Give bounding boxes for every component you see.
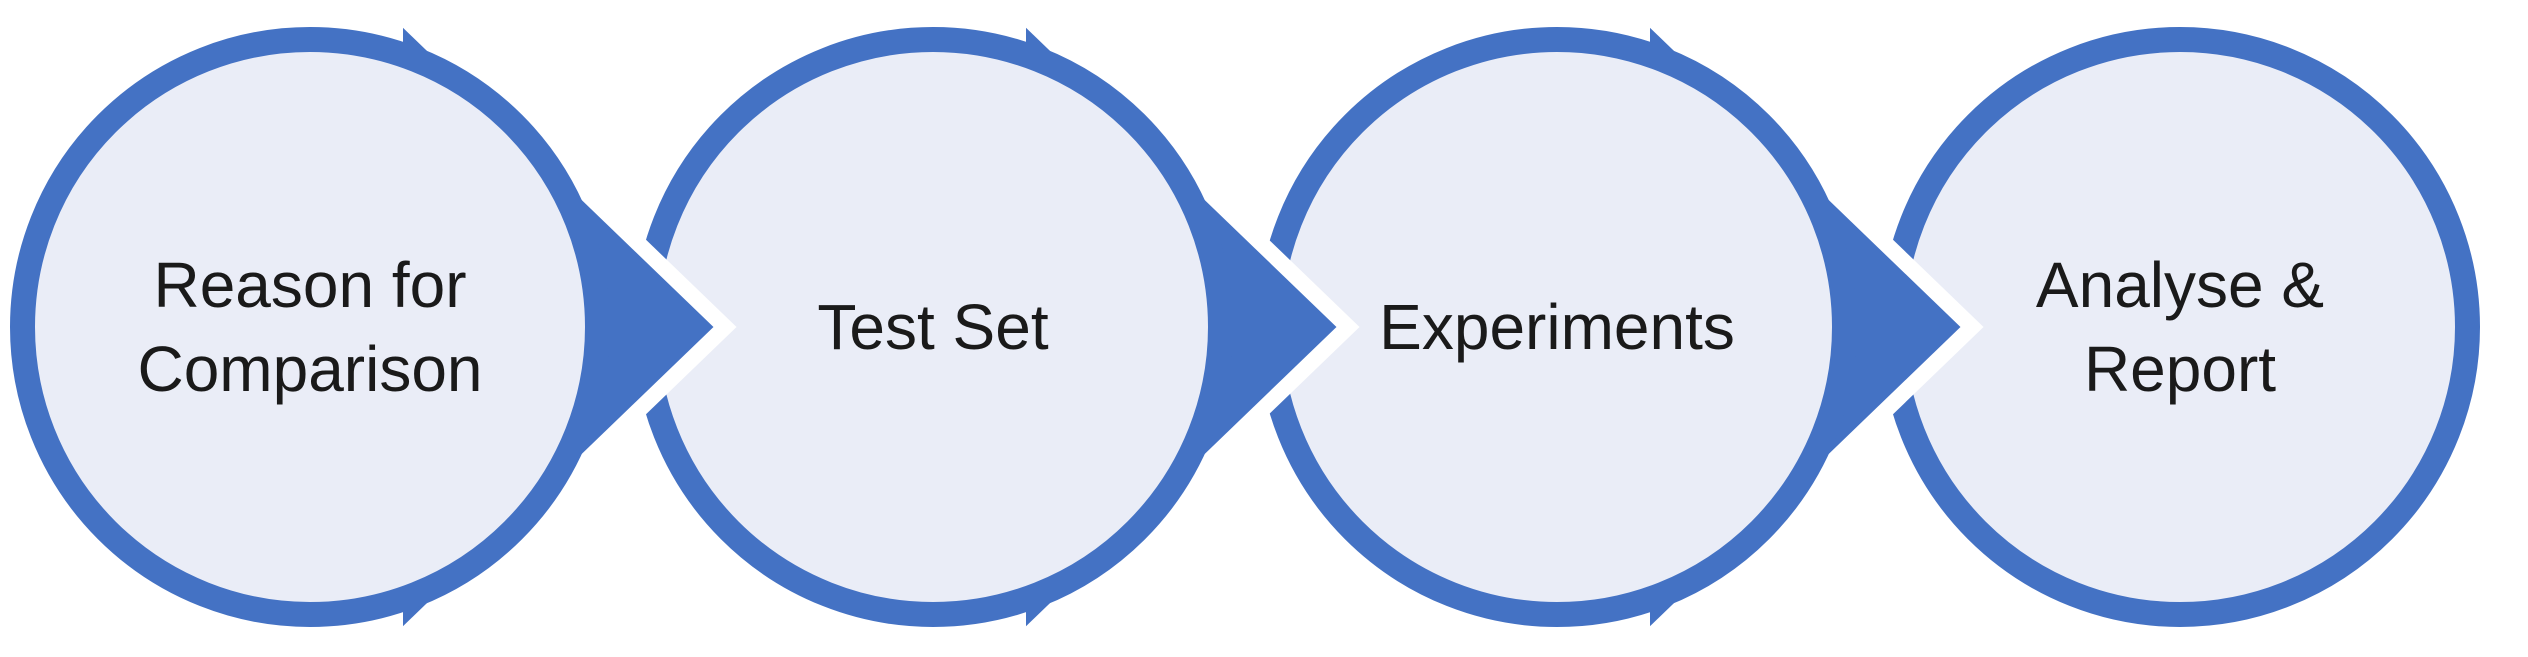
stage-label-test-set: Test Set	[817, 291, 1049, 363]
stage-label-analyse-report: Analyse & Report	[2035, 249, 2325, 405]
stage-circle-1	[10, 27, 610, 627]
stage-label-experiments: Experiments	[1379, 291, 1735, 363]
stage-label-reason-for-comparison: Reason for Comparison	[137, 249, 483, 405]
